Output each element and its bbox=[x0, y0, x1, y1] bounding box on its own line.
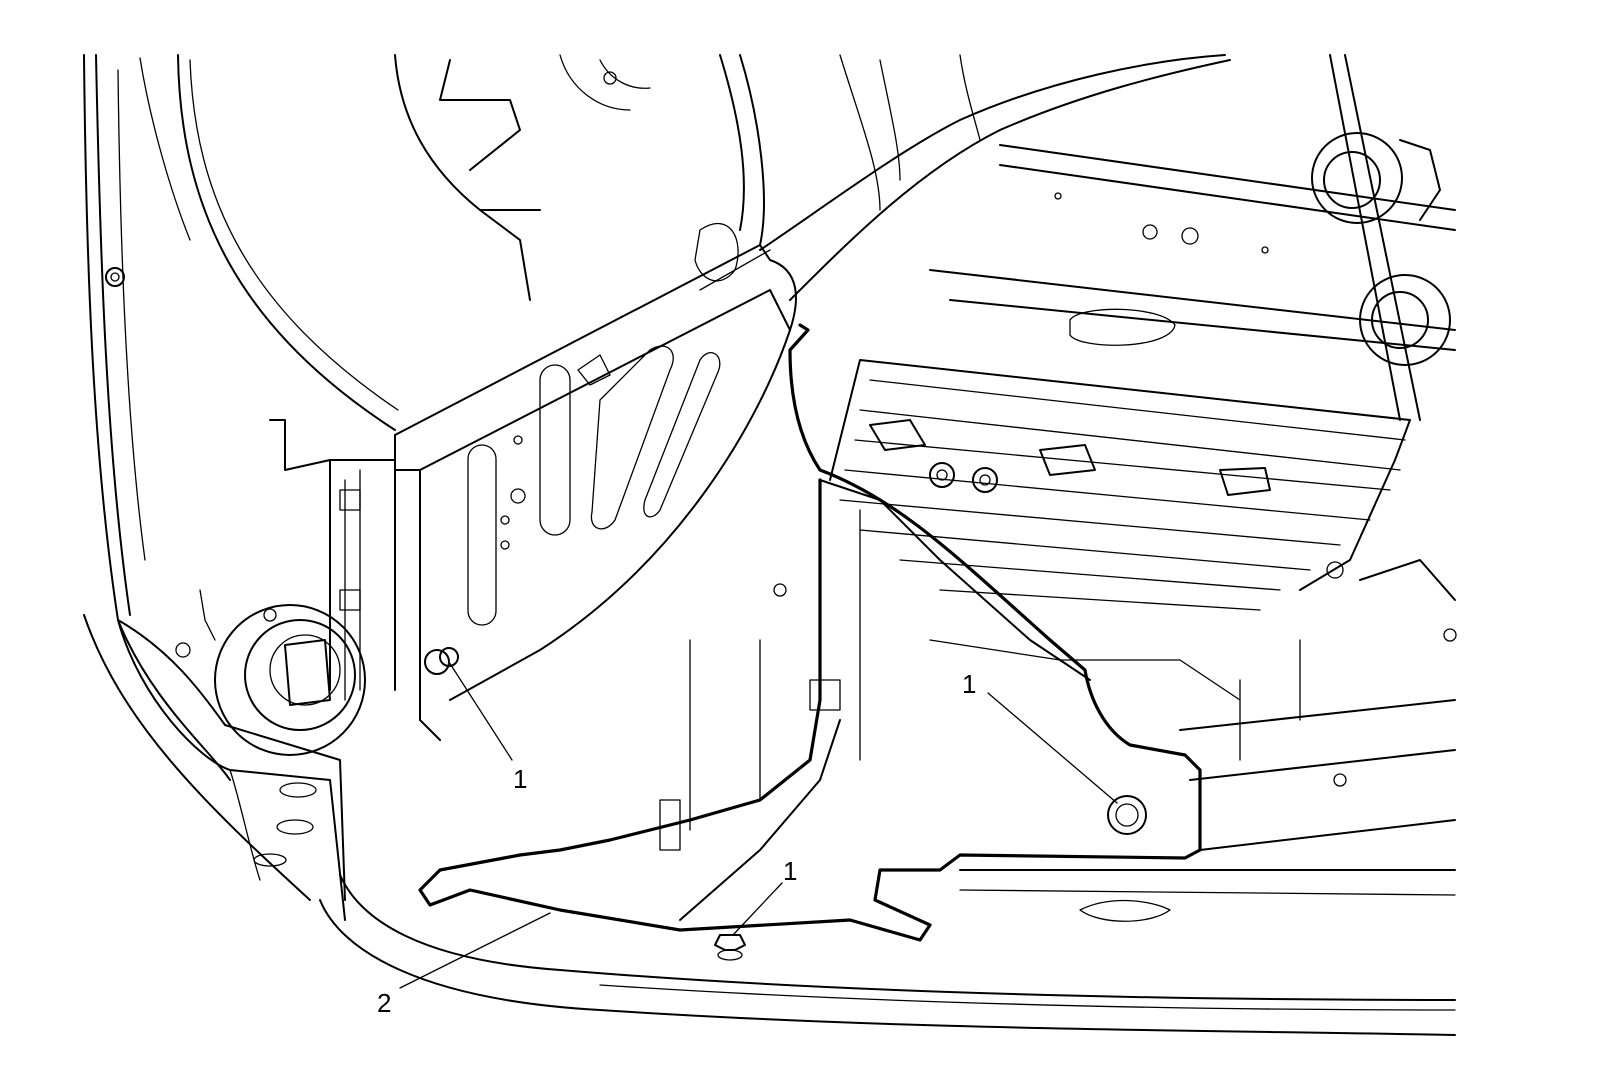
fog-lamp-assembly bbox=[175, 419, 396, 756]
fender-bolt bbox=[105, 267, 125, 287]
radiator-support bbox=[759, 54, 1456, 351]
wheel-well-liner bbox=[394, 54, 651, 301]
front-grille bbox=[829, 359, 1411, 761]
leader-line-1a bbox=[448, 661, 513, 761]
leader-line-1c bbox=[732, 882, 783, 936]
frame-rail bbox=[394, 54, 797, 741]
front-bumper-fascia bbox=[117, 619, 1456, 1036]
left-fender-outline bbox=[83, 54, 399, 901]
lower-cross-member bbox=[959, 559, 1457, 922]
callout-label-2: 2 bbox=[377, 988, 391, 1018]
leader-line-1b bbox=[987, 692, 1118, 804]
push-pin-retainer-lower bbox=[714, 934, 746, 961]
callout-label-1c: 1 bbox=[783, 856, 797, 886]
leader-line-2 bbox=[399, 912, 551, 989]
body-mount-lower bbox=[1329, 54, 1451, 421]
callout-leaders bbox=[399, 661, 1118, 989]
callout-label-1a: 1 bbox=[513, 764, 527, 794]
push-pin-retainer-left bbox=[424, 647, 459, 675]
callout-label-1b: 1 bbox=[962, 669, 976, 699]
body-mount-upper bbox=[1311, 132, 1441, 224]
front-air-deflector bbox=[418, 323, 1202, 942]
push-pin-retainer-right bbox=[1107, 795, 1147, 835]
